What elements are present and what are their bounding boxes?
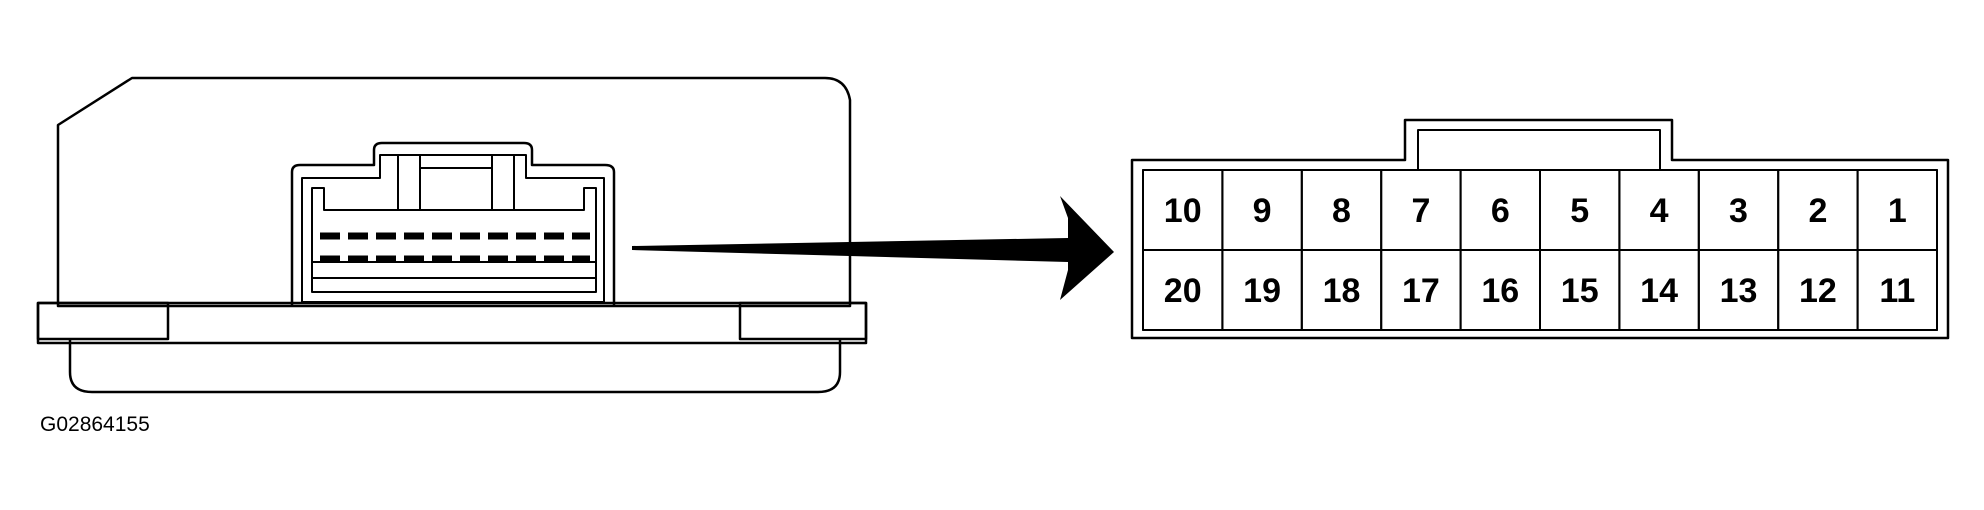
control-module [36,76,868,394]
pin-label-15: 15 [1561,272,1599,310]
pin-label-19: 19 [1243,272,1281,310]
pin-label-4: 4 [1650,192,1669,230]
pin-label-1: 1 [1888,192,1907,230]
pin-label-5: 5 [1570,192,1589,230]
module-housing [56,76,852,308]
pointer-arrow [632,196,1114,300]
pin-label-12: 12 [1799,272,1837,310]
pin-label-8: 8 [1332,192,1351,230]
flange-tab-left [36,301,170,341]
module-base [68,340,842,394]
module-connector-socket [290,141,616,305]
pin-label-17: 17 [1402,272,1440,310]
connector-outline [1130,118,1950,340]
pin-label-18: 18 [1323,272,1361,310]
pin-label-10: 10 [1164,192,1202,230]
mounting-flange [36,301,868,345]
pin-label-14: 14 [1640,272,1678,310]
pin-label-20: 20 [1164,272,1202,310]
connector-key [1417,129,1661,170]
pin-label-16: 16 [1481,272,1519,310]
pin-label-6: 6 [1491,192,1510,230]
pin-label-2: 2 [1808,192,1827,230]
pin-label-11: 11 [1879,272,1915,310]
pin-label-3: 3 [1729,192,1748,230]
pin-label-7: 7 [1411,192,1430,230]
pin-label-9: 9 [1253,192,1272,230]
flange-tab-right [738,301,868,341]
pin-cell-11 [1856,249,1938,331]
figure-code: G02864155 [40,413,150,436]
pin-label-13: 13 [1720,272,1758,310]
